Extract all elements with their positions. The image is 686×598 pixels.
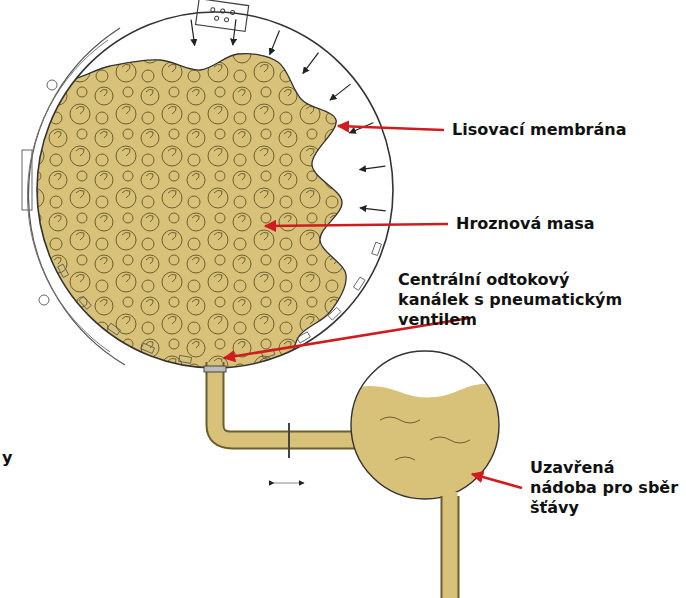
drain-pipe-outline	[215, 362, 356, 440]
callout-label: Uzavřená nádoba pro sběr šťávy	[530, 458, 680, 518]
collecting-vessel	[351, 351, 499, 499]
pipe-valve	[288, 423, 290, 458]
leader-arrow	[338, 126, 444, 130]
outlet-pipe	[443, 492, 458, 598]
drain-slots	[58, 242, 382, 363]
leader-arrow	[265, 224, 448, 226]
pressure-arrow	[191, 20, 195, 46]
callout-label: y	[2, 448, 32, 468]
drain-slot	[79, 296, 91, 309]
callout-label: Lisovací membrána	[452, 120, 680, 140]
pressure-arrow	[233, 19, 236, 45]
leader-arrow	[472, 474, 522, 488]
drain-slot	[372, 242, 382, 255]
pneumatic-valve	[204, 366, 226, 372]
callout-label: Centrální odtokový kanálek s pneumatický…	[398, 270, 630, 330]
drain-pipe	[215, 362, 356, 440]
press-drum	[37, 12, 393, 368]
housing-hinge	[22, 150, 32, 210]
filling-hatch	[196, 0, 249, 31]
drain-slot	[179, 355, 192, 363]
drain-slot	[297, 332, 310, 343]
pressure-arrow	[360, 208, 386, 211]
drain-slot	[328, 307, 341, 320]
drain-slot	[353, 277, 365, 290]
valve-motion	[274, 483, 304, 484]
drain-slot	[141, 343, 154, 353]
pressure-arrow	[360, 166, 386, 170]
housing-bolt	[39, 295, 49, 305]
pressure-arrow	[330, 84, 350, 100]
pressure-arrow	[270, 31, 280, 55]
pressure-arrow	[303, 53, 319, 74]
drain-slot	[107, 323, 120, 335]
pressure-arrows	[191, 19, 386, 211]
callout-label: Hroznová masa	[456, 214, 676, 234]
drain-slot	[58, 264, 69, 277]
housing-bolt	[47, 80, 57, 90]
